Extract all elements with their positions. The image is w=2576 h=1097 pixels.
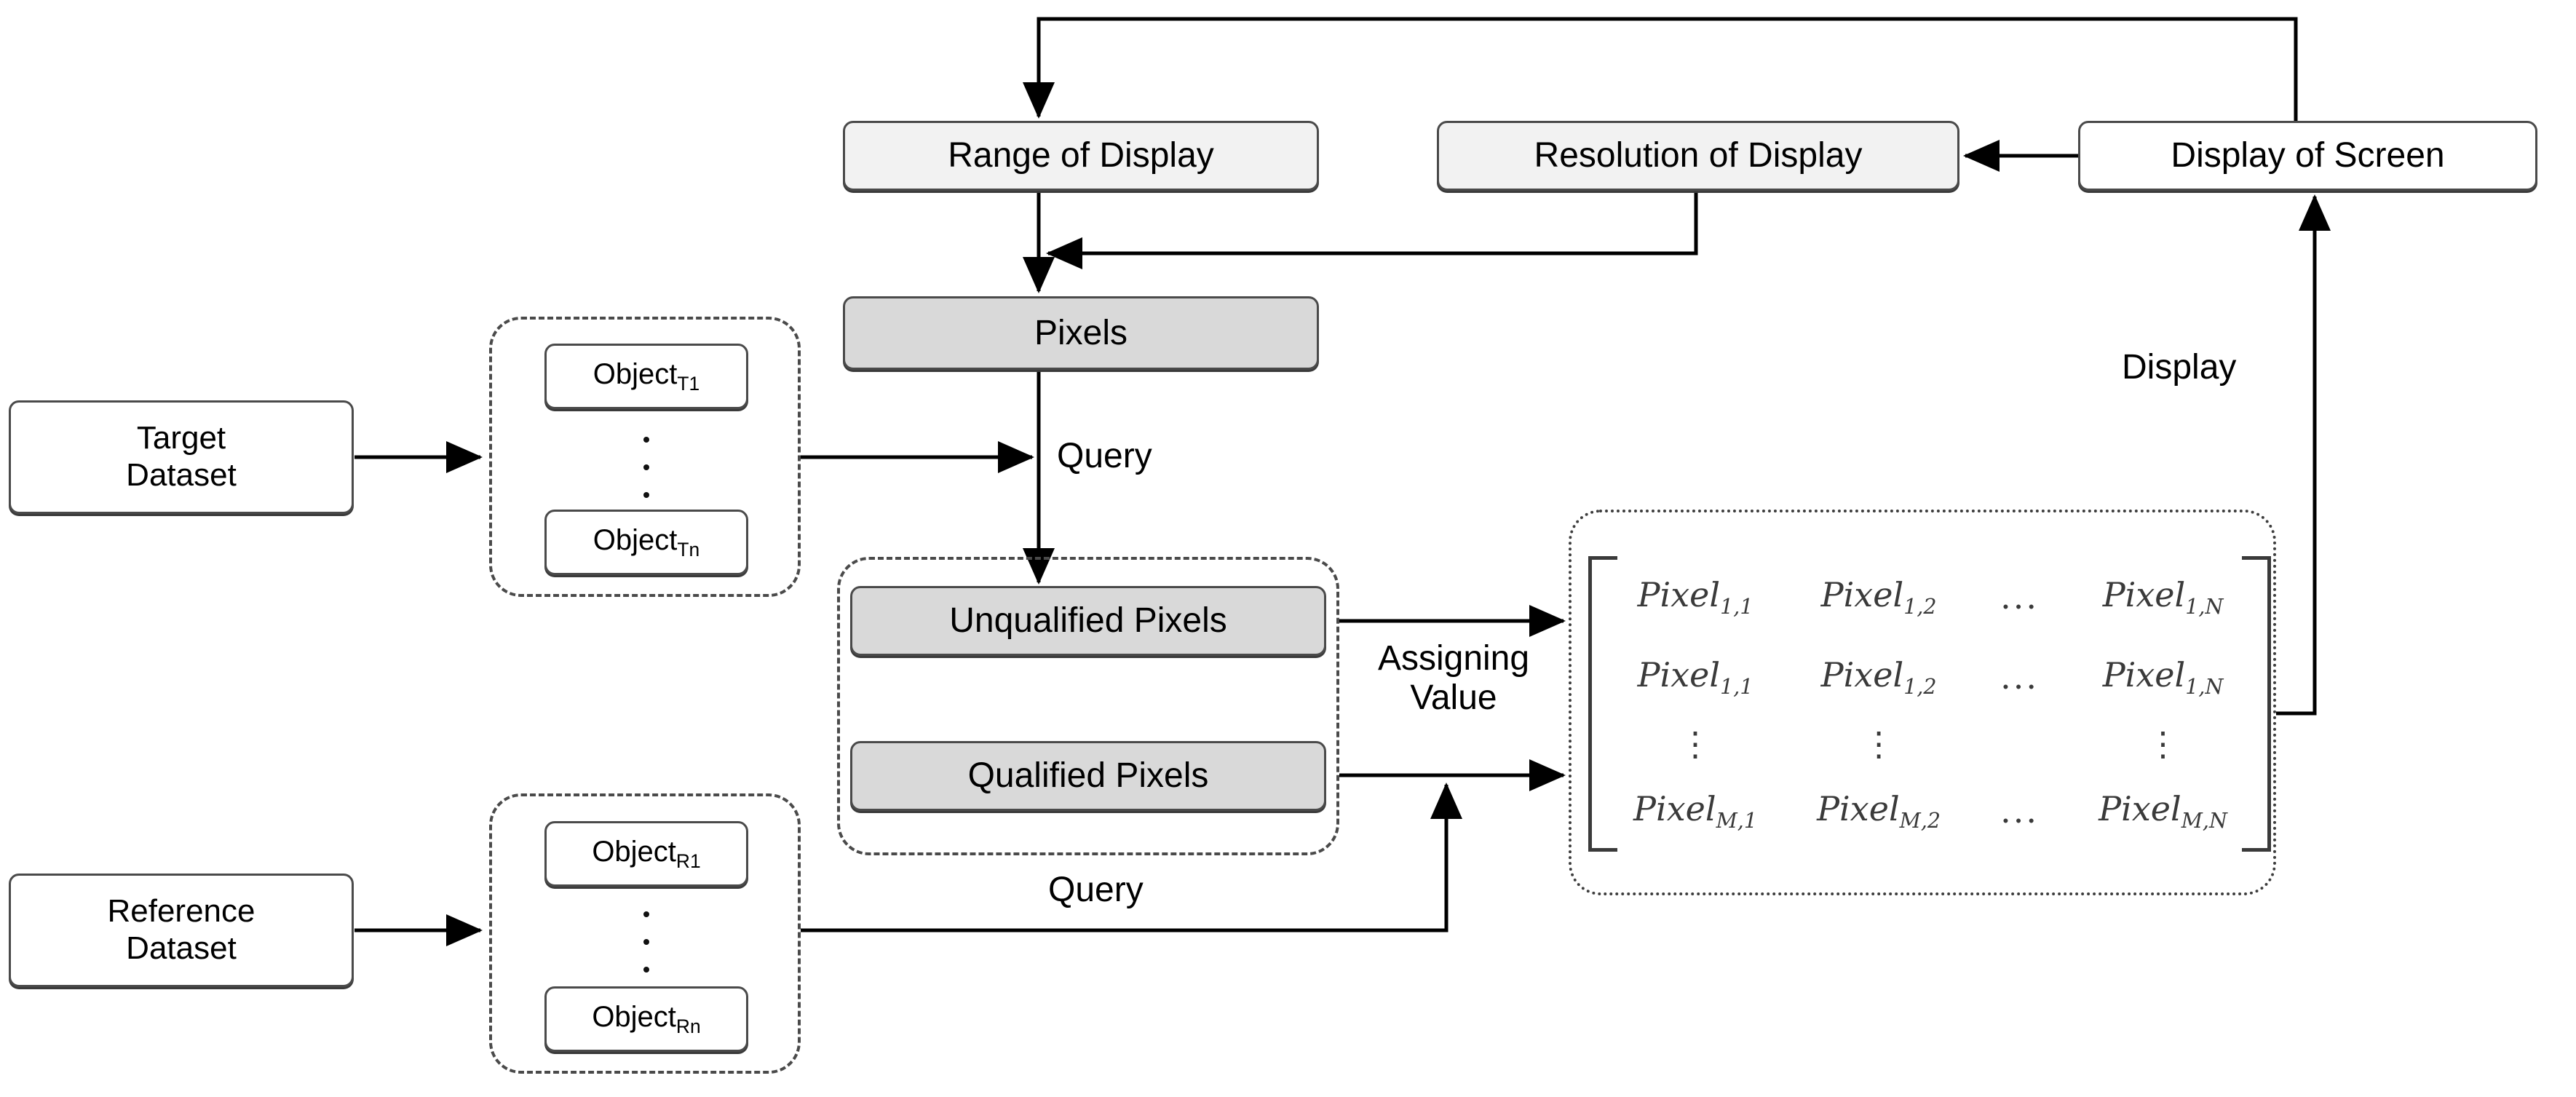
- edge-label-query-bottom: Query: [1048, 871, 1144, 909]
- matrix-cell: PixelM,N: [2099, 788, 2227, 833]
- matrix-cell: Pixel1,2: [1820, 575, 1937, 619]
- node-pixels[interactable]: Pixels: [843, 296, 1319, 370]
- node-resolution-of-display-label: Resolution of Display: [1534, 136, 1863, 175]
- edge-label-display: Display: [2122, 348, 2237, 387]
- node-object-rn[interactable]: ObjectRn: [544, 986, 748, 1052]
- node-range-of-display[interactable]: Range of Display: [843, 121, 1319, 191]
- node-qualified-pixels[interactable]: Qualified Pixels: [850, 741, 1326, 811]
- edge-label-assigning-value: Assigning Value: [1377, 639, 1530, 717]
- node-range-of-display-label: Range of Display: [948, 136, 1214, 175]
- edge-reference-objects-to-qualified: [801, 782, 1462, 932]
- group-reference-objects: [489, 793, 801, 1074]
- node-object-tn[interactable]: ObjectTn: [544, 510, 748, 575]
- matrix-vertical-dots: ⋮: [2146, 724, 2180, 764]
- matrix-vertical-dots: ⋮: [1862, 724, 1896, 764]
- node-display-of-screen-label: Display of Screen: [2171, 136, 2445, 175]
- matrix-cell: Pixel1,1: [1637, 655, 1753, 700]
- group-pixel-matrix: [1569, 510, 2276, 895]
- matrix-ellipsis: ...: [2000, 577, 2040, 617]
- node-object-tn-label: ObjectTn: [593, 524, 700, 561]
- group-classified-pixels: [837, 557, 1339, 855]
- edge-resolution-to-pixels: [1045, 191, 1698, 269]
- node-object-r1-label: ObjectR1: [592, 836, 701, 873]
- node-display-of-screen[interactable]: Display of Screen: [2078, 121, 2537, 191]
- node-target-dataset-label: Target Dataset: [126, 420, 237, 493]
- edge-label-query-top: Query: [1057, 437, 1152, 475]
- edge-matrix-to-screen: [2276, 194, 2331, 716]
- reference-objects-vertical-dots: [643, 911, 649, 973]
- matrix-cell: Pixel1,N: [2102, 575, 2224, 619]
- matrix-cell: Pixel1,N: [2102, 655, 2224, 700]
- node-object-t1[interactable]: ObjectT1: [544, 344, 748, 409]
- edge-screen-to-range: [1023, 17, 2298, 121]
- node-reference-dataset-label: Reference Dataset: [107, 893, 255, 966]
- matrix-ellipsis: ...: [2000, 657, 2040, 697]
- node-object-t1-label: ObjectT1: [593, 358, 700, 395]
- target-objects-vertical-dots: [643, 437, 649, 498]
- matrix-cell: PixelM,2: [1817, 788, 1941, 833]
- matrix-right-bracket: [2242, 556, 2271, 852]
- matrix-cell: Pixel1,1: [1637, 575, 1753, 619]
- node-unqualified-pixels[interactable]: Unqualified Pixels: [850, 586, 1326, 656]
- node-resolution-of-display[interactable]: Resolution of Display: [1437, 121, 1959, 191]
- pixel-matrix: Pixel1,1 Pixel1,2 ... Pixel1,N Pixel1,1 …: [1625, 561, 2236, 847]
- node-object-rn-label: ObjectRn: [592, 1001, 701, 1038]
- matrix-left-bracket: [1588, 556, 1617, 852]
- matrix-ellipsis: ...: [2000, 791, 2040, 831]
- node-pixels-label: Pixels: [1034, 313, 1128, 352]
- node-object-r1[interactable]: ObjectR1: [544, 821, 748, 887]
- node-target-dataset[interactable]: Target Dataset: [9, 400, 354, 514]
- node-unqualified-pixels-label: Unqualified Pixels: [949, 601, 1227, 641]
- matrix-vertical-dots: ⋮: [1679, 724, 1713, 764]
- node-reference-dataset[interactable]: Reference Dataset: [9, 874, 354, 987]
- matrix-cell: PixelM,1: [1633, 788, 1757, 833]
- group-target-objects: [489, 317, 801, 597]
- matrix-cell: Pixel1,2: [1820, 655, 1937, 700]
- node-qualified-pixels-label: Qualified Pixels: [967, 756, 1209, 796]
